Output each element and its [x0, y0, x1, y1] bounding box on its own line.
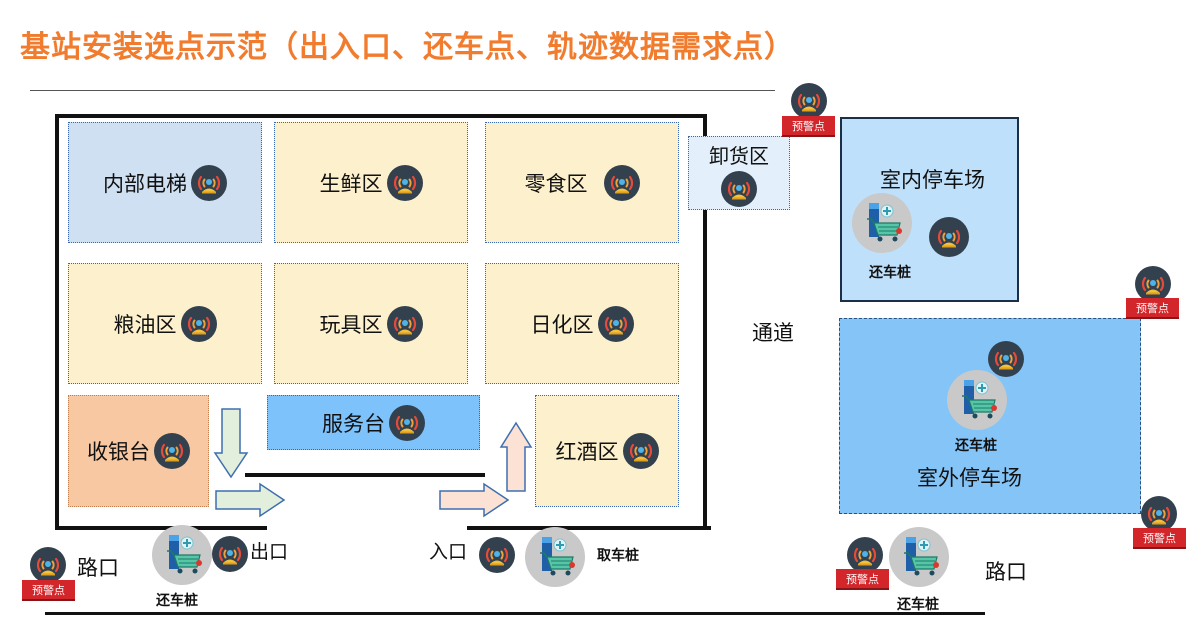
- entrance-label: 入口: [429, 541, 468, 563]
- warning-point-badge: 预警点: [782, 116, 835, 137]
- warning-point-badge: 预警点: [22, 580, 75, 601]
- warning-point-badge: 预警点: [836, 569, 889, 590]
- zone-unloading-label: 卸货区: [709, 143, 769, 168]
- zone-grain-oil: 粮油区: [68, 263, 262, 384]
- indoor-parking-label: 室内停车场: [880, 168, 985, 192]
- base-station-sensor-icon: [847, 537, 883, 573]
- right-arrow-icon: [439, 482, 510, 518]
- aisle-label: 通道: [752, 321, 794, 345]
- page-title: 基站安装选点示范（出入口、还车点、轨迹数据需求点）: [20, 30, 795, 65]
- base-station-sensor-icon: [622, 433, 659, 469]
- base-station-sensor-icon: [1141, 496, 1177, 532]
- zone-elevator: 内部电梯: [68, 122, 262, 243]
- zone-daily-label: 日化区: [530, 312, 594, 337]
- zone-snacks: 零食区: [485, 122, 679, 243]
- zone-grain-oil-label: 粮油区: [113, 312, 177, 337]
- warning-point-badge: 预警点: [1133, 528, 1186, 549]
- return-pile-label: 还车桩: [955, 438, 997, 454]
- title-divider: [30, 90, 775, 91]
- zone-unloading: 卸货区: [688, 136, 790, 210]
- base-station-sensor-icon: [191, 164, 227, 201]
- zone-elevator-label: 内部电梯: [103, 171, 187, 196]
- store-boundary: [55, 114, 707, 529]
- zone-service-desk: 服务台: [267, 395, 480, 450]
- checkout-lane-wall: [245, 473, 485, 477]
- return-pile-label: 还车桩: [869, 265, 911, 281]
- zone-checkout: 收银台: [68, 395, 209, 507]
- exit-label: 出口: [250, 541, 289, 563]
- pickup-pile-label: 取车桩: [597, 548, 639, 564]
- base-station-sensor-icon: [988, 341, 1024, 377]
- up-arrow-icon: [499, 421, 533, 492]
- road-line: [45, 612, 985, 615]
- base-station-sensor-icon: [386, 305, 423, 342]
- base-station-sensor-icon: [603, 164, 640, 201]
- store-bottom-wall-right: [467, 526, 711, 530]
- store-bottom-wall-left: [55, 526, 267, 530]
- right-arrow-icon: [215, 482, 286, 518]
- zone-fresh: 生鲜区: [274, 122, 468, 243]
- road-label-left: 路口: [77, 556, 119, 580]
- cart-pile-icon: [152, 525, 212, 585]
- zone-wine-label: 红酒区: [555, 440, 619, 464]
- zone-toys: 玩具区: [274, 263, 468, 384]
- base-station-sensor-icon: [154, 433, 190, 469]
- cart-pile-icon: [947, 370, 1007, 430]
- zone-fresh-label: 生鲜区: [319, 171, 383, 196]
- base-station-sensor-icon: [389, 404, 425, 441]
- base-station-sensor-icon: [479, 537, 515, 573]
- road-label-right: 路口: [985, 560, 1027, 584]
- base-station-sensor-icon: [180, 305, 217, 342]
- zone-snacks-label: 零食区: [524, 171, 588, 196]
- base-station-sensor-icon: [721, 170, 757, 207]
- base-station-sensor-icon: [929, 217, 969, 257]
- zone-toys-label: 玩具区: [319, 312, 383, 337]
- cart-pile-icon: [889, 527, 949, 587]
- down-arrow-icon: [213, 408, 249, 479]
- warning-point-badge: 预警点: [1126, 298, 1179, 319]
- zone-daily: 日化区: [485, 263, 679, 384]
- base-station-sensor-icon: [597, 305, 634, 342]
- base-station-sensor-icon: [791, 83, 827, 119]
- base-station-sensor-icon: [1135, 266, 1171, 302]
- cart-pile-icon: [525, 527, 585, 587]
- cart-pile-icon: [852, 193, 912, 253]
- base-station-sensor-icon: [212, 536, 248, 572]
- zone-service-desk-label: 服务台: [322, 411, 385, 436]
- zone-wine: 红酒区: [535, 395, 679, 507]
- zone-checkout-label: 收银台: [87, 440, 150, 464]
- base-station-sensor-icon: [30, 547, 66, 583]
- return-pile-label: 还车桩: [156, 593, 198, 609]
- return-pile-label: 还车桩: [897, 597, 939, 613]
- outdoor-parking-label: 室外停车场: [917, 466, 1022, 490]
- base-station-sensor-icon: [386, 164, 423, 201]
